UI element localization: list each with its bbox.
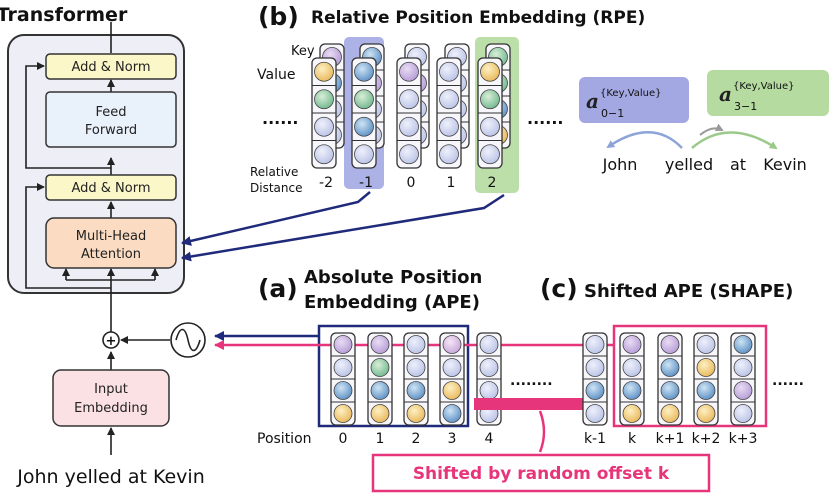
rpe-word-john: John (602, 155, 638, 174)
ape-columns (330, 332, 502, 426)
ape-vector-3 (439, 332, 465, 426)
shape-vector-0 (582, 332, 608, 426)
rpe-value-vector-3 (436, 57, 462, 169)
shape-vector-4 (730, 332, 756, 426)
shift-arrow (474, 390, 608, 418)
rpe-columns (311, 43, 511, 169)
shape-vector-2 (657, 332, 683, 426)
shape-ellipsis: ...... (772, 373, 804, 389)
arc-yelled-john (606, 131, 683, 149)
ape-pos-2: 2 (412, 431, 421, 447)
shape-pos-0: k-1 (584, 431, 606, 447)
add-norm-bottom-box (45, 174, 177, 201)
plus-circle (102, 331, 120, 349)
rpe-value-vector-2 (396, 57, 422, 169)
mha-label-2: Attention (81, 247, 141, 262)
arc-yelled-kevin (691, 131, 778, 150)
offset-label-box (371, 453, 711, 493)
a31-main: a (719, 82, 732, 106)
feed-forward-label-1: Feed (95, 105, 126, 120)
add-norm-top-box (45, 53, 177, 80)
input-embedding-box (52, 369, 170, 427)
shape-pos-1: k (628, 431, 637, 447)
shape-title: Shifted APE (SHAPE) (584, 281, 793, 302)
multi-head-attention-box (45, 217, 177, 269)
shape-letter: (c) (540, 274, 578, 303)
rpe-ellipsis-right: ...... (527, 109, 563, 128)
rpe-arrow-plus2 (181, 193, 505, 262)
ape-title-2: Embedding (APE) (304, 292, 480, 313)
rpe-value-label: Value (257, 67, 295, 83)
rpe-letter: (b) (258, 2, 299, 31)
rpe-distance-0: -2 (319, 175, 333, 191)
rpe-relative-label-2: Distance (250, 181, 302, 195)
input-sentence: John yelled at Kevin (16, 466, 205, 488)
rpe-distance-3: 1 (447, 175, 456, 191)
offset-label: Shifted by random offset k (413, 464, 670, 484)
shape-pos-4: k+3 (729, 431, 758, 447)
shape-columns (582, 332, 756, 426)
ape-pos-1: 1 (376, 431, 385, 447)
shape-pos-2: k+1 (656, 431, 685, 447)
ape-pos-4: 4 (485, 431, 494, 447)
ape-frame (317, 324, 470, 428)
shape-vector-1 (619, 332, 645, 426)
rpe-distance-labels: -2 -1 0 1 2 (319, 175, 496, 191)
ape-letter: (a) (258, 274, 298, 303)
ape-vector-2 (403, 332, 429, 426)
shape-pos-3: k+2 (692, 431, 721, 447)
rpe-distance-1: -1 (359, 175, 373, 191)
rpe-distance-4: 2 (488, 175, 497, 191)
a31-sub: 3−1 (734, 100, 757, 113)
rpe-key-label: Key (291, 44, 315, 59)
transformer-title: Transformer (0, 4, 128, 26)
add-norm-top-label: Add & Norm (71, 60, 150, 75)
rpe-arrow-minus1 (181, 191, 371, 246)
a31-box (707, 70, 829, 116)
rpe-word-at: at (730, 155, 746, 174)
feed-forward-box (45, 91, 177, 148)
ape-ellipsis: ........ (510, 373, 553, 389)
shape-frame (612, 324, 768, 428)
rpe-value-vector-4 (477, 57, 503, 169)
ape-vector-1 (367, 332, 393, 426)
input-embedding-label-2: Embedding (74, 401, 148, 416)
ape-title-1: Absolute Position (304, 267, 482, 288)
ape-vector-4 (476, 332, 502, 426)
sine-wave-icon (170, 322, 206, 358)
input-embedding-label-1: Input (94, 382, 128, 397)
shape-vector-3 (693, 332, 719, 426)
rpe-relative-label-1: Relative (250, 165, 298, 179)
rpe-word-yelled: yelled (665, 155, 713, 174)
feed-forward-label-2: Forward (85, 123, 137, 138)
ape-pos-0: 0 (339, 431, 348, 447)
rpe-ellipsis-left: ...... (262, 109, 298, 128)
ape-position-label: Position (257, 431, 312, 447)
add-norm-bottom-label: Add & Norm (71, 181, 150, 196)
a31-sup: {Key,Value} (733, 81, 795, 92)
a01-sub: 0−1 (601, 107, 624, 120)
arc-gray-overlap (699, 123, 724, 136)
rpe-value-vector-0 (311, 57, 337, 169)
rpe-value-vector-1 (351, 57, 377, 169)
rpe-word-kevin: Kevin (763, 155, 807, 174)
ape-pos-3: 3 (448, 431, 457, 447)
a01-main: a (586, 89, 599, 113)
shift-bracket (538, 410, 546, 453)
plus-symbol: + (106, 334, 117, 349)
rpe-title: Relative Position Embedding (RPE) (311, 8, 645, 28)
mha-label-1: Multi-Head (76, 229, 146, 244)
a01-box (579, 77, 689, 123)
rpe-distance-2: 0 (407, 175, 416, 191)
a01-sup: {Key,Value} (600, 88, 662, 99)
ape-vector-0 (330, 332, 356, 426)
